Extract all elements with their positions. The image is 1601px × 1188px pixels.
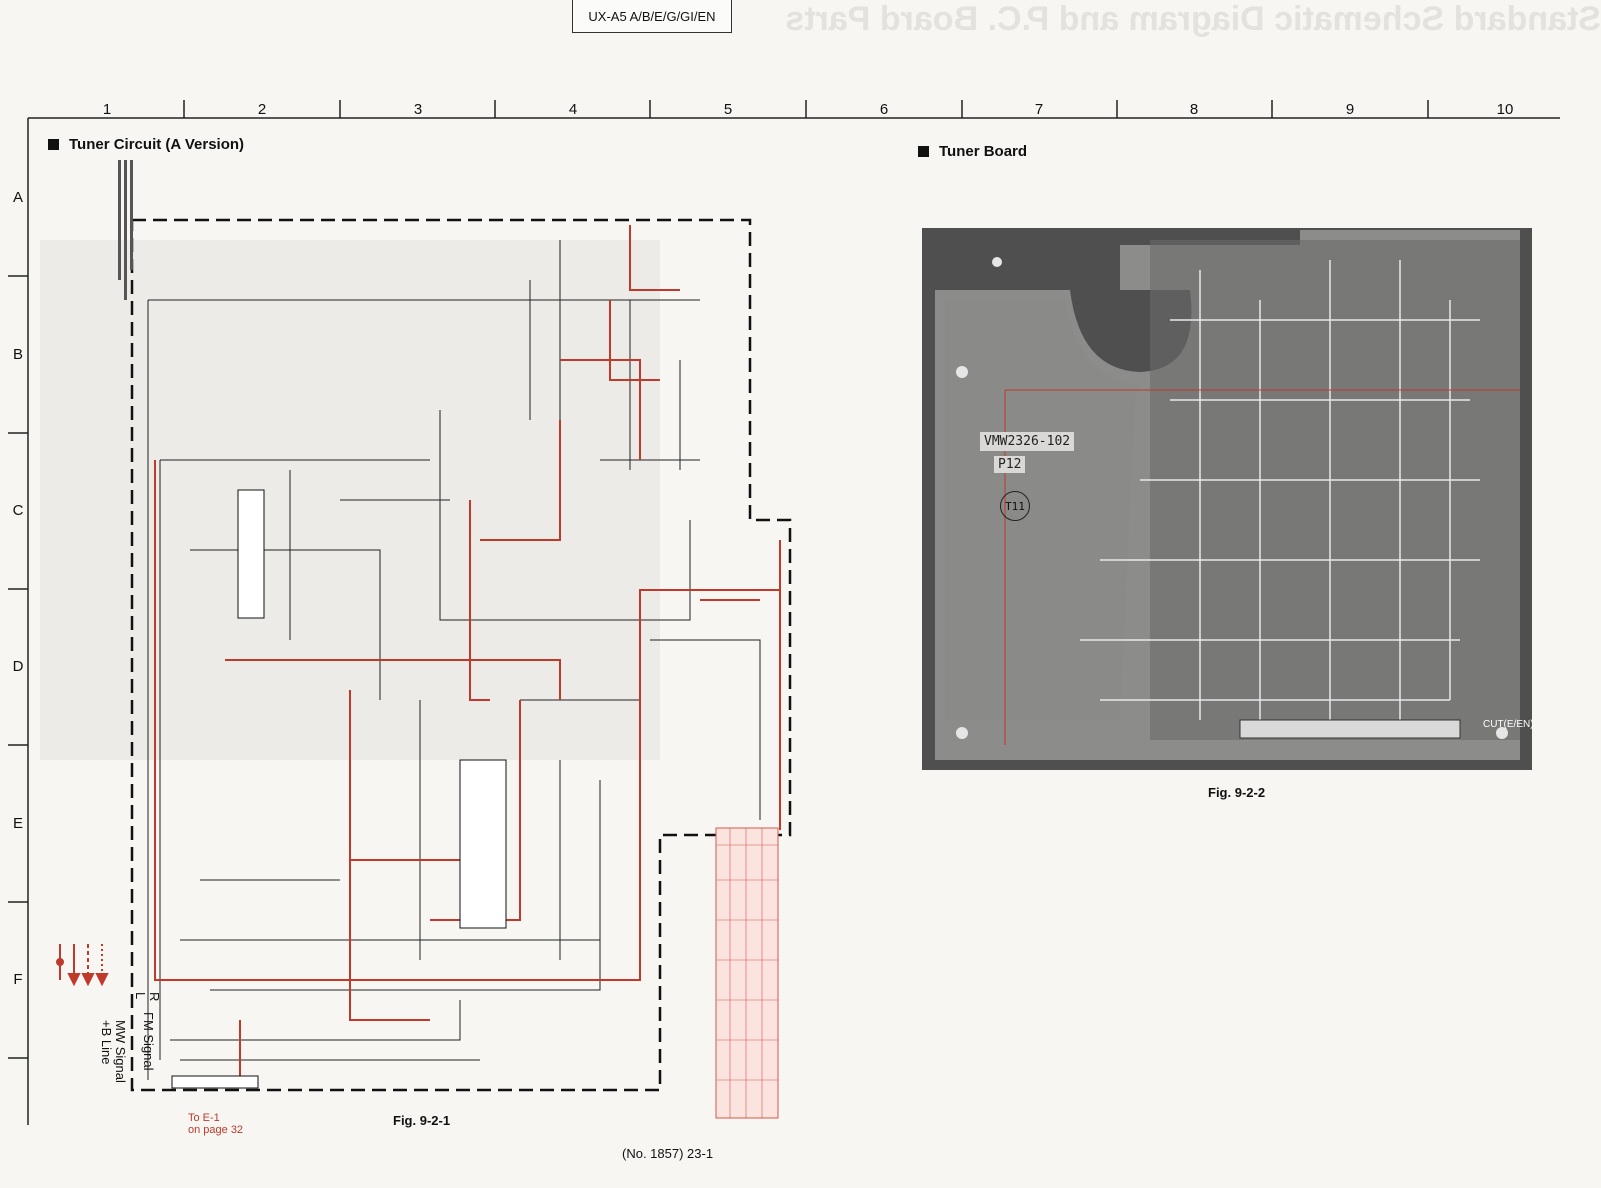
legend-l: L xyxy=(133,992,148,1000)
schematic-title-text: Tuner Circuit (A Version) xyxy=(69,136,245,153)
board-cut-label: CUT(E/EN) xyxy=(1483,719,1534,730)
page-reference: (No. 1857) 23-1 xyxy=(622,1146,714,1161)
legend-mw-signal: MW Signal xyxy=(113,1020,128,1083)
row-label-F: F xyxy=(13,971,23,988)
legend-fm-signal: FM Signal xyxy=(141,1012,156,1071)
column-number-8: 8 xyxy=(1189,101,1199,118)
column-number-6: 6 xyxy=(879,101,889,118)
column-number-3: 3 xyxy=(413,101,423,118)
board-id-label: VMW2326-102 xyxy=(980,432,1075,451)
connector-note-line2: on page 32 xyxy=(188,1124,244,1136)
connector-note: To E-1 on page 32 xyxy=(188,1112,243,1136)
column-number-1: 1 xyxy=(102,101,112,118)
column-number-4: 4 xyxy=(568,101,578,118)
board-title-text: Tuner Board xyxy=(939,143,1028,160)
board-ref-p12: P12 xyxy=(994,456,1026,473)
signal-legend: R L FM Signal MW Signal +B Line xyxy=(52,940,162,1100)
column-number-7: 7 xyxy=(1034,101,1044,118)
column-number-9: 9 xyxy=(1345,101,1355,118)
bullet-square-icon xyxy=(48,139,59,150)
legend-r: R xyxy=(147,992,162,1002)
legend-b-line: +B Line xyxy=(99,1020,114,1065)
legend-arrows-icon xyxy=(56,944,109,987)
board-title: Tuner Board xyxy=(918,143,1027,160)
bullet-square-icon xyxy=(918,146,929,157)
model-label: UX-A5 A/B/E/G/GI/EN xyxy=(572,0,732,33)
connector-note-line1: To E-1 xyxy=(188,1112,220,1124)
row-label-D: D xyxy=(12,658,24,675)
column-number-2: 2 xyxy=(257,101,267,118)
row-label-C: C xyxy=(12,502,24,519)
schematic-title: Tuner Circuit (A Version) xyxy=(48,136,244,153)
column-number-5: 5 xyxy=(723,101,733,118)
board-ref-t11: T11 xyxy=(1000,491,1030,521)
board-figure-caption: Fig. 9-2-2 xyxy=(1208,785,1266,800)
row-label-A: A xyxy=(12,189,23,206)
row-label-E: E xyxy=(12,815,23,832)
row-label-B: B xyxy=(12,346,23,363)
schematic-figure-caption: Fig. 9-2-1 xyxy=(393,1113,451,1128)
column-number-10: 10 xyxy=(1496,101,1514,118)
